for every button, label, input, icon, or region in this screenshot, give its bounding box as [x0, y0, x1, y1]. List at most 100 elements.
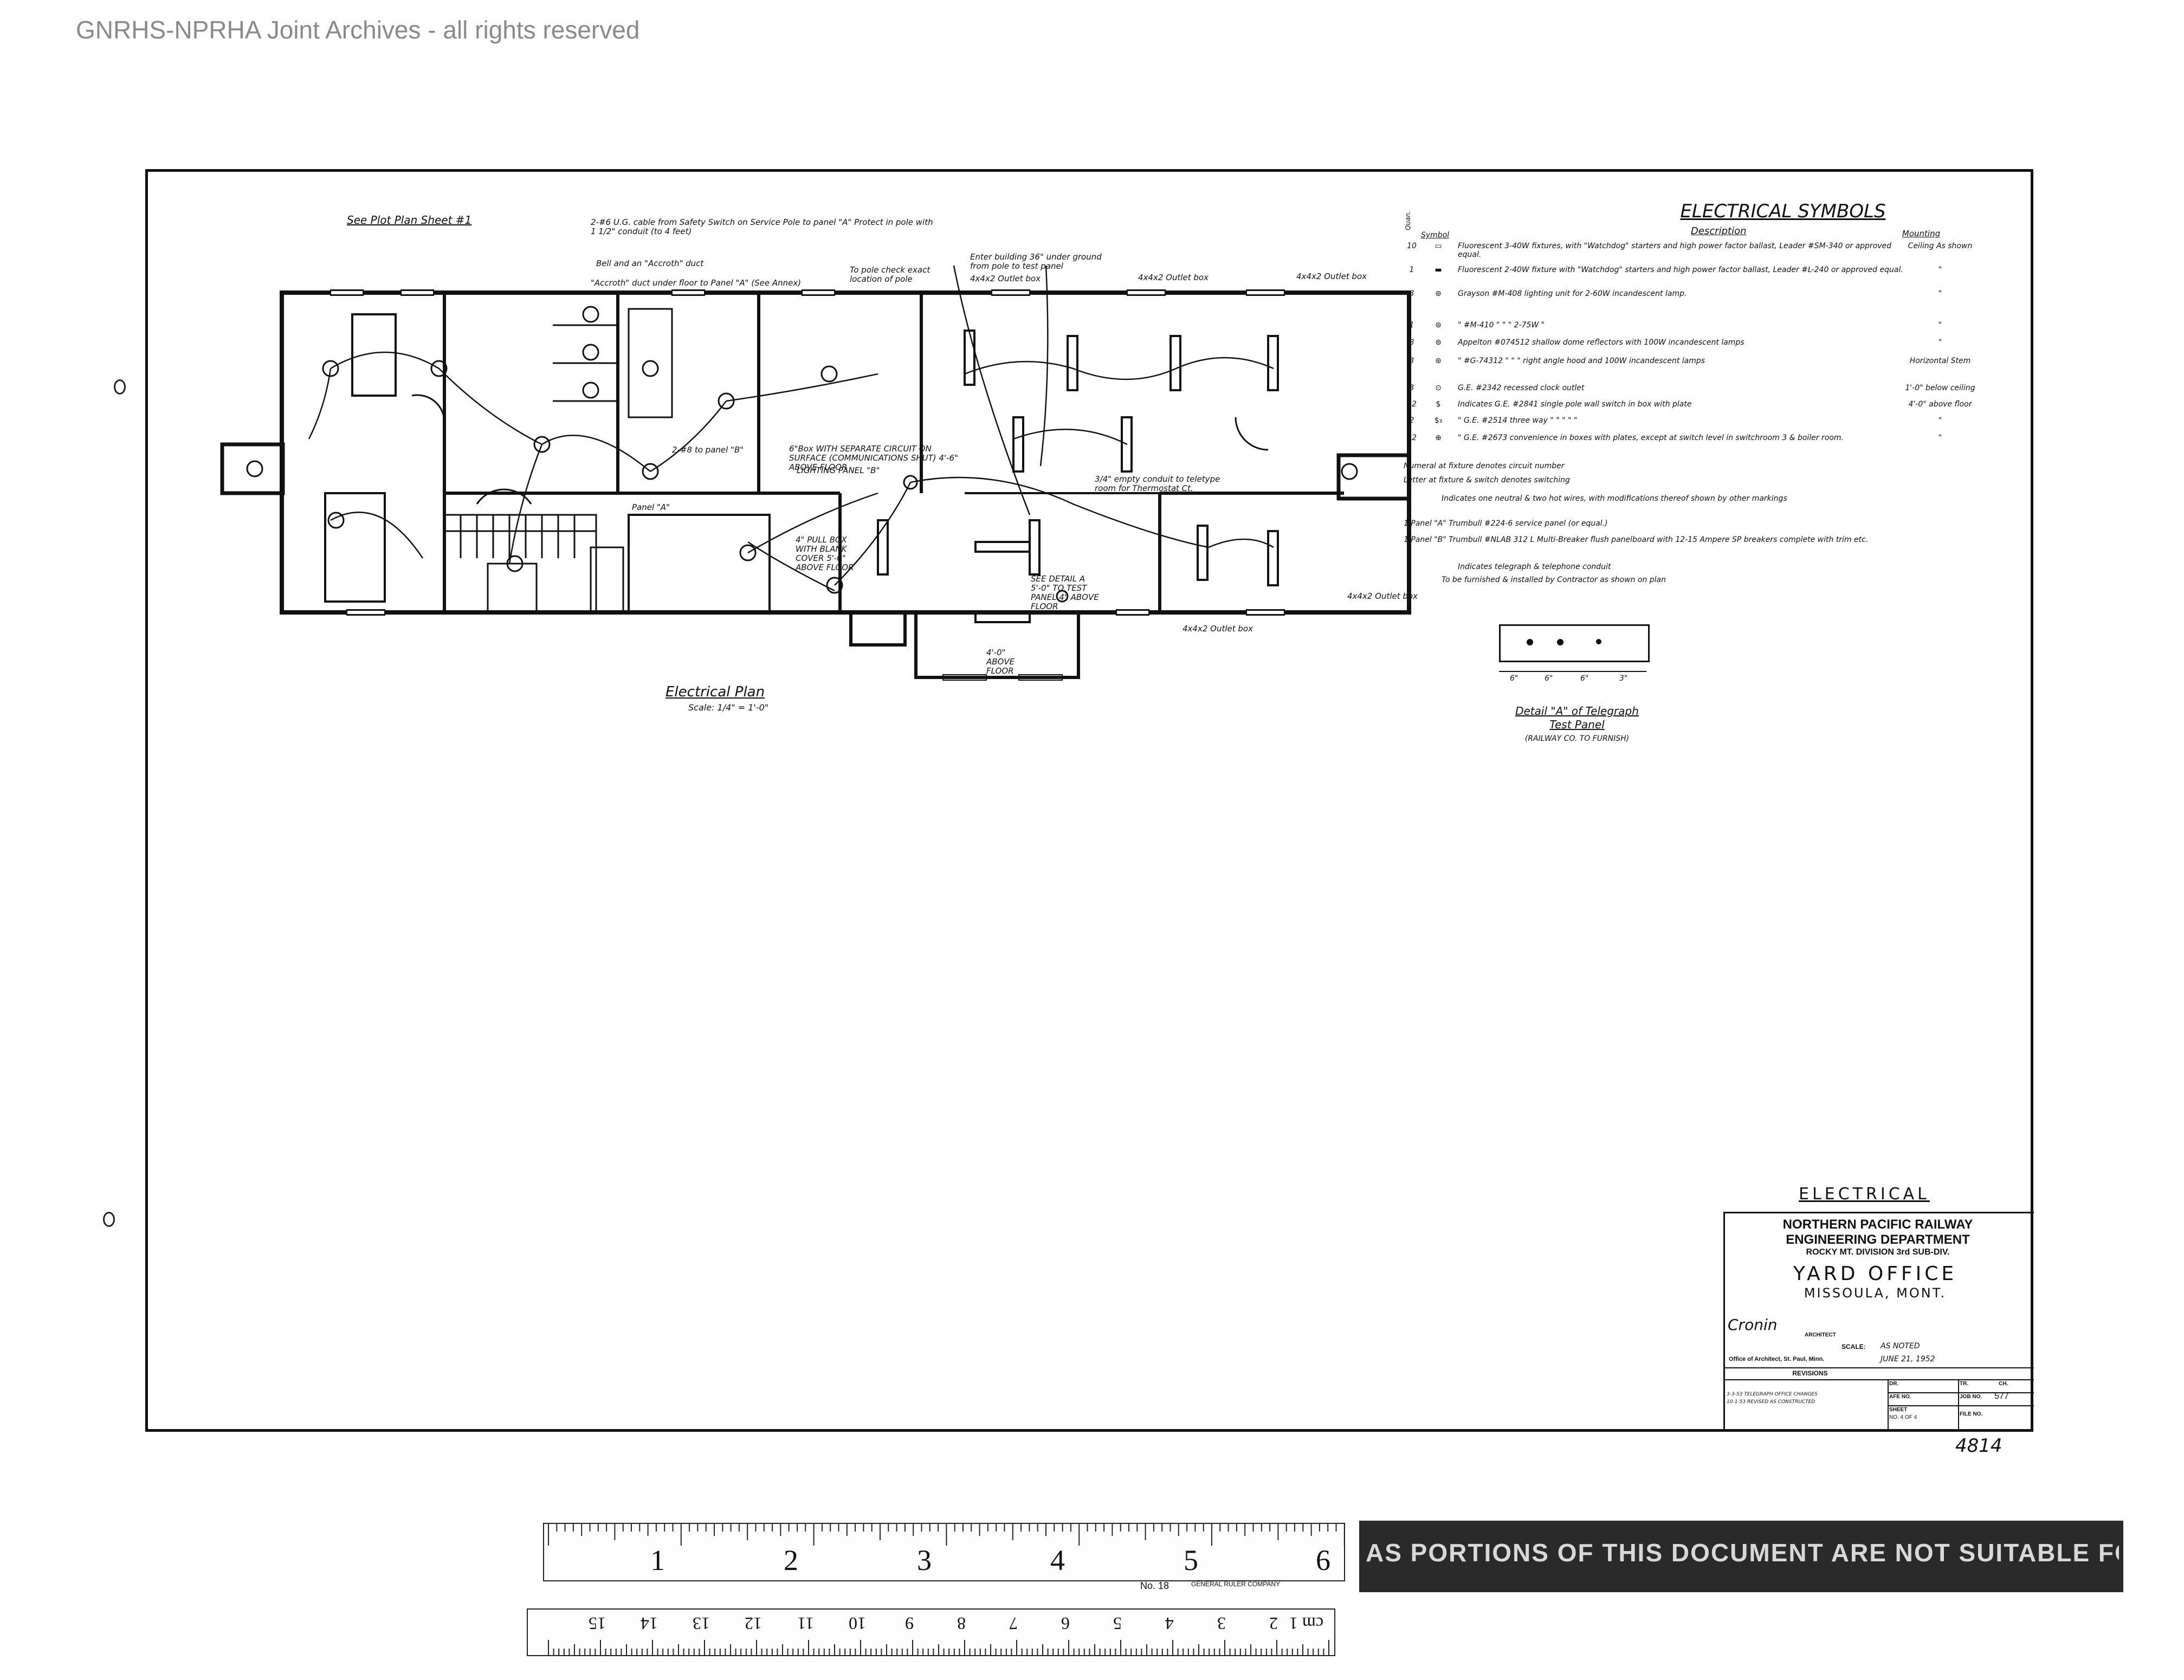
- afe-label: AFE NO.: [1889, 1394, 1911, 1400]
- note-pole-location: To pole check exact location of pole: [850, 265, 931, 284]
- inch-mark: 1: [650, 1544, 665, 1576]
- cm-mark: 3: [1217, 1614, 1226, 1633]
- symbol-row: 1 ▬ Fluorescent 2-40W fixture with "Watc…: [1404, 266, 1994, 282]
- symbol-row: 8 ⊛ Appelton #074512 shallow dome reflec…: [1404, 338, 1994, 354]
- symbol-row: 12 $ Indicates G.E. #2841 single pole wa…: [1404, 400, 1994, 416]
- inch-mark: 2: [784, 1544, 798, 1576]
- centimeter-ruler: cm 1 2 3 4 5 6 7 8 9 10 11 12 13 14 15: [527, 1608, 1335, 1656]
- symbol-desc: Fluorescent 3-40W fixtures, with "Watchd…: [1458, 242, 1892, 259]
- scale-value: AS NOTED: [1881, 1342, 1920, 1351]
- cm-mark: 10: [849, 1614, 866, 1633]
- terminal-dot: [1596, 639, 1601, 644]
- ruler-model-label: No. 18: [1140, 1580, 1169, 1591]
- fluorescent-3-lamp-icon: ▭: [1435, 242, 1442, 250]
- wall-switch-icon: $: [1436, 400, 1441, 409]
- symbols-mounting-header: Mounting: [1902, 229, 1941, 238]
- tb-divider: [1888, 1379, 1889, 1430]
- electrical-plan-drawing: [220, 265, 1411, 681]
- revision-entry: 10-1-53 REVISED AS CONSTRUCTED: [1727, 1399, 1815, 1405]
- punch-mark-bottom: [103, 1212, 115, 1227]
- legend-note-conduit: Indicates telegraph & telephone conduit: [1458, 563, 1611, 571]
- sheet-label: SHEET: [1889, 1407, 1908, 1413]
- lighting-unit-icon: ⊛: [1435, 321, 1442, 329]
- cm-mark: 11: [797, 1614, 814, 1633]
- fluorescent-2-lamp-icon: ▬: [1435, 266, 1442, 274]
- project-name: YARD OFFICE: [1793, 1263, 1957, 1285]
- cm-mark: cm 1: [1289, 1614, 1323, 1633]
- scale-label: SCALE:: [1841, 1343, 1866, 1351]
- dimension-label: 6": [1510, 674, 1519, 683]
- symbol-mount: ": [1938, 338, 1942, 347]
- tb-divider: [1958, 1379, 1959, 1430]
- symbol-qty: 3: [1409, 357, 1414, 365]
- reproduction-warning-text: AS PORTIONS OF THIS DOCUMENT ARE NOT SUI…: [1366, 1539, 2119, 1567]
- symbols-description-header: Description: [1691, 225, 1747, 237]
- symbol-qty: 12: [1407, 434, 1417, 442]
- drawing-date: JUNE 21, 1952: [1881, 1355, 1935, 1364]
- telegraph-test-panel-detail: [1499, 624, 1650, 662]
- symbol-row: 10 ▭ Fluorescent 3-40W fixtures, with "W…: [1404, 242, 1994, 259]
- cm-mark: 4: [1165, 1614, 1174, 1633]
- file-no-label: FILE NO.: [1960, 1411, 1983, 1417]
- detail-subtitle: Test Panel: [1549, 718, 1605, 731]
- ruler-brand: GENERAL RULER COMPANY: [1191, 1580, 1281, 1588]
- symbol-qty: 10: [1407, 242, 1417, 250]
- symbol-row: 3 ⊛ Grayson #M-408 lighting unit for 2-6…: [1404, 289, 1994, 306]
- revision-entry: 3-3-53 TELEGRAPH OFFICE CHANGES: [1727, 1392, 1818, 1397]
- drawing-number: 4814: [1955, 1435, 2002, 1457]
- symbol-qty: 3: [1409, 384, 1414, 392]
- dimension-label: 6": [1580, 674, 1589, 683]
- symbol-desc: Grayson #M-408 lighting unit for 2-60W i…: [1458, 289, 1687, 298]
- cm-mark: 6: [1061, 1614, 1070, 1633]
- symbol-row: 3 ⊙ G.E. #2342 recessed clock outlet 1'-…: [1404, 384, 1994, 400]
- traced-by-label: TR.: [1960, 1381, 1969, 1387]
- note-panel-b-feed: 2-#8 to panel "B": [672, 445, 744, 455]
- cm-mark: 5: [1113, 1614, 1122, 1633]
- legend-note-wires: Indicates one neutral & two hot wires, w…: [1442, 494, 1787, 503]
- drawing-sheet-border: [145, 169, 2033, 1432]
- note-outlet-box-4: 4x4x2 Outlet box: [1347, 591, 1418, 601]
- job-no-label: JOB NO.: [1960, 1394, 1982, 1400]
- architect-label: ARCHITECT: [1805, 1332, 1836, 1338]
- symbols-symbol-header: Symbol: [1421, 231, 1450, 240]
- note-pull-box: 4" PULL BOX WITH BLANK COVER 5'-0" ABOVE…: [796, 535, 854, 572]
- symbol-mount: ": [1938, 434, 1942, 442]
- inch-mark: 4: [1050, 1544, 1065, 1576]
- symbol-qty: 1: [1409, 266, 1414, 274]
- symbol-mount: ": [1938, 266, 1942, 274]
- revisions-header: REVISIONS: [1792, 1369, 1828, 1377]
- symbol-desc: Fluorescent 2-40W fixture with "Watchdog…: [1458, 266, 1903, 274]
- cm-mark: 12: [745, 1614, 762, 1633]
- symbol-mount: ": [1938, 416, 1942, 425]
- inch-mark: 5: [1184, 1544, 1198, 1576]
- convenience-outlet-icon: ⊕: [1435, 434, 1442, 442]
- cm-ruler-ticks: [548, 1640, 1329, 1655]
- legend-note-contractor: To be furnished & installed by Contracto…: [1442, 576, 1666, 584]
- drawn-by-label: DR.: [1889, 1381, 1899, 1387]
- note-empty-conduit: 3/4" empty conduit to teletype room for …: [1095, 474, 1220, 493]
- plan-scale: Scale: 1/4" = 1'-0": [688, 702, 769, 713]
- symbols-title: ELECTRICAL SYMBOLS: [1680, 201, 1886, 222]
- cm-mark: 14: [641, 1614, 658, 1633]
- note-panel-a: Panel "A": [632, 502, 670, 512]
- note-see-detail: SEE DETAIL A 5'-0" TO TEST PANEL 4" ABOV…: [1031, 574, 1099, 611]
- cm-mark: 13: [693, 1614, 710, 1633]
- archive-watermark: GNRHS-NPRHA Joint Archives - all rights …: [76, 16, 640, 44]
- note-outlet-box-5: 4x4x2 Outlet box: [1183, 624, 1253, 634]
- symbol-qty: 1: [1409, 321, 1414, 329]
- symbol-desc: " #M-410 " " " 2-75W ": [1458, 321, 1545, 329]
- sheet-title: ELECTRICAL: [1799, 1185, 1930, 1204]
- job-no-value: 577: [1994, 1392, 2009, 1401]
- symbol-mount: ": [1938, 289, 1942, 298]
- note-bell-duct: Bell and an "Accroth" duct: [596, 259, 704, 268]
- three-way-switch-icon: $₃: [1434, 416, 1443, 425]
- cm-scale-inverted: cm 1 2 3 4 5 6 7 8 9 10 11 12 13 14 15: [528, 1610, 1334, 1655]
- detail-note: (RAILWAY CO. TO FURNISH): [1524, 734, 1630, 743]
- office-address: Office of Architect, St. Paul, Minn.: [1729, 1356, 1825, 1362]
- detail-dimensions: 6" 6" 6" 3": [1499, 671, 1646, 688]
- note-outlet-box-1: 4x4x2 Outlet box: [970, 274, 1041, 283]
- symbol-row: 3 ⊛ " #G-74312 " " " right angle hood an…: [1404, 357, 1994, 378]
- symbol-qty: 2: [1409, 416, 1414, 425]
- note-above-floor: 4'-0" ABOVE FLOOR: [986, 648, 1015, 676]
- symbol-mount: 1'-0" below ceiling: [1905, 384, 1975, 392]
